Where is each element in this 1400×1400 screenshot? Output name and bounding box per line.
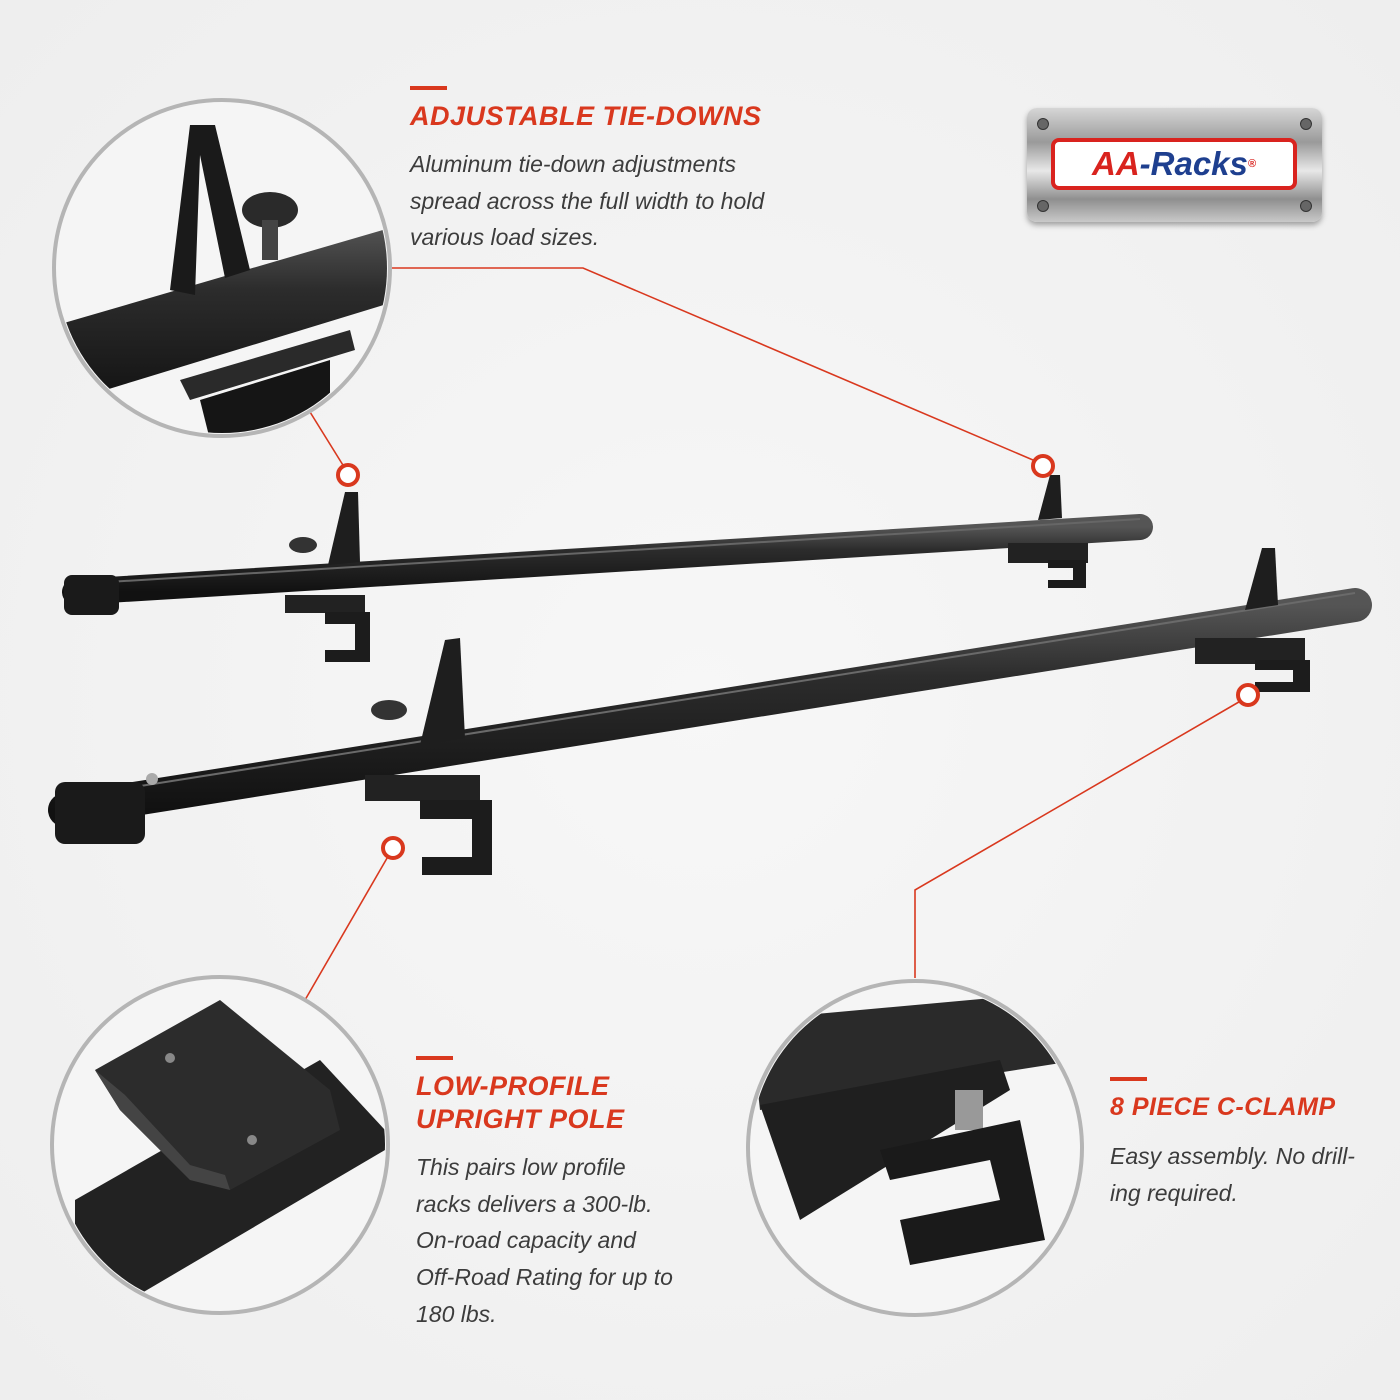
body-line: spread across the full width to hold: [410, 187, 765, 214]
heading-accent-dash: [416, 1056, 453, 1060]
body-line: Aluminum tie-down adjustments: [410, 151, 736, 177]
body-line: 180 lbs.: [416, 1300, 497, 1327]
rack-bar-front: [48, 548, 1372, 875]
detail-circle-tie-down: [52, 98, 392, 438]
feature-heading-tie-downs: ADJUSTABLE TIE-DOWNS: [410, 100, 762, 133]
heading-accent-dash: [410, 86, 447, 90]
feature-body-tie-downs: Aluminum tie-down adjustments spread acr…: [410, 146, 764, 256]
callout-lines: [304, 267, 1245, 1001]
heading-line: LOW-PROFILE: [416, 1071, 610, 1101]
heading-accent-dash: [1110, 1077, 1147, 1081]
heading-line: ADJUSTABLE TIE-DOWNS: [410, 101, 762, 131]
body-line: On-road capacity and: [416, 1227, 636, 1254]
feature-body-upright-pole: This pairs low profile racks delivers a …: [416, 1149, 673, 1333]
heading-line: 8 PIECE C-CLAMP: [1110, 1093, 1336, 1121]
logo-text-racks: -Racks: [1139, 145, 1248, 182]
feature-heading-upright-pole: LOW-PROFILE UPRIGHT POLE: [416, 1070, 625, 1136]
detail-circle-upright-pole: [50, 975, 390, 1315]
detail-circle-c-clamp: [746, 979, 1084, 1317]
registered-mark: ®: [1247, 158, 1256, 170]
logo-text-aa: AA: [1091, 145, 1140, 182]
feature-body-c-clamp: Easy assembly. No drill- ing required.: [1110, 1138, 1355, 1211]
heading-line: UPRIGHT POLE: [416, 1104, 625, 1134]
body-line: Off-Road Rating for up to: [416, 1264, 673, 1291]
feature-heading-c-clamp: 8 PIECE C-CLAMP: [1110, 1091, 1336, 1124]
body-line: various load sizes.: [410, 224, 600, 251]
body-line: This pairs low profile: [416, 1154, 626, 1180]
callout-markers: [336, 454, 1260, 860]
body-line: Easy assembly. No drill-: [1110, 1143, 1355, 1169]
body-line: racks delivers a 300-lb.: [416, 1190, 653, 1217]
rack-bar-back: [62, 475, 1153, 662]
body-line: ing required.: [1110, 1179, 1238, 1206]
aa-racks-logo: AA-Racks®: [1027, 108, 1322, 222]
